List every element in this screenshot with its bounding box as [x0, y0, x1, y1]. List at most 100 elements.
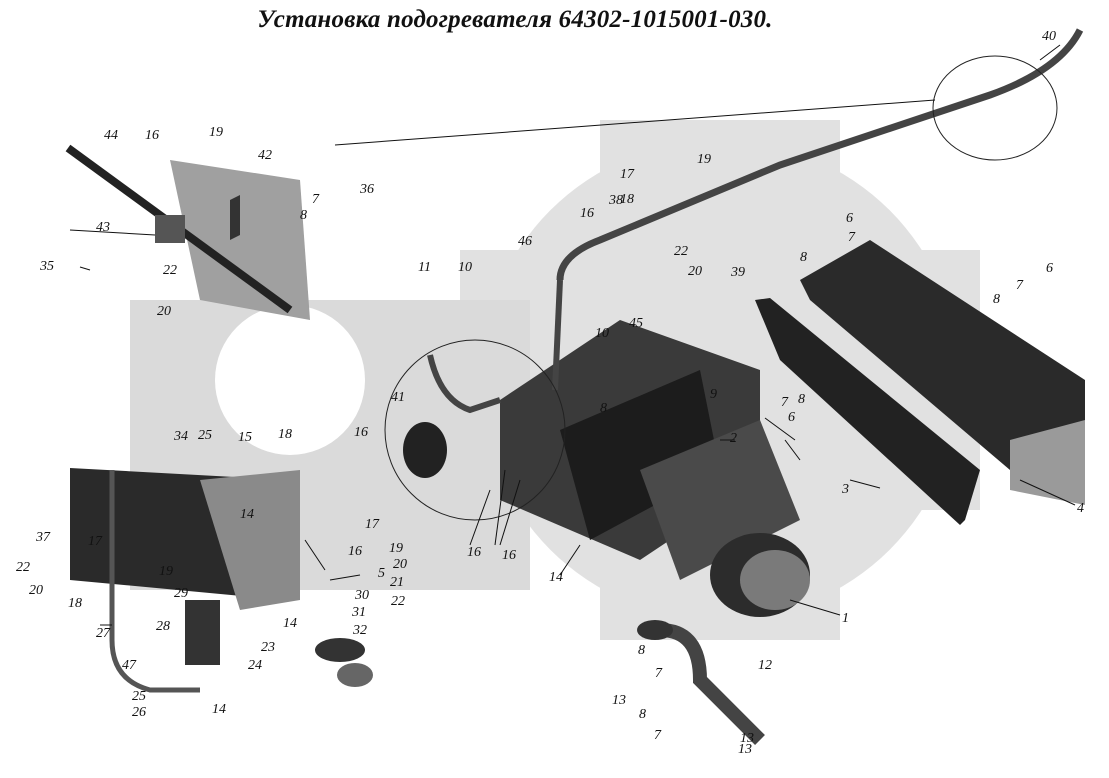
callout-16: 16 — [467, 545, 481, 560]
callout-44: 44 — [104, 128, 118, 143]
callout-32: 32 — [352, 623, 367, 638]
callout-14: 14 — [549, 570, 563, 585]
callout-8: 8 — [600, 401, 607, 416]
callout-41: 41 — [391, 390, 405, 405]
detail-circle-40 — [932, 55, 1058, 161]
callout-27: 27 — [96, 626, 111, 641]
callout-1: 1 — [842, 611, 849, 626]
bracket-3 — [755, 298, 980, 525]
callout-22: 22 — [391, 594, 405, 609]
callout-22: 22 — [163, 263, 177, 278]
callout-8: 8 — [639, 707, 646, 722]
callout-43: 43 — [96, 220, 110, 235]
exhaust-elbow-12 — [637, 620, 765, 745]
callout-12: 12 — [758, 658, 772, 673]
callout-22: 22 — [16, 560, 30, 575]
callout-14: 14 — [283, 616, 297, 631]
callout-29: 29 — [174, 586, 188, 601]
callout-18: 18 — [68, 596, 82, 611]
callout-10: 10 — [458, 260, 472, 275]
callout-31: 31 — [351, 605, 366, 620]
callout-9: 9 — [710, 387, 717, 402]
callout-7: 7 — [312, 192, 320, 207]
callout-13: 13 — [612, 693, 626, 708]
callout-23: 23 — [261, 640, 275, 655]
callout-16: 16 — [145, 128, 159, 143]
callout-22: 22 — [674, 244, 688, 259]
callout-7: 7 — [781, 395, 789, 410]
callout-40: 40 — [1042, 29, 1056, 44]
callout-8: 8 — [800, 250, 807, 265]
callout-5: 5 — [378, 566, 385, 581]
callout-36: 36 — [359, 182, 374, 197]
callout-3: 3 — [841, 482, 849, 497]
callout-17: 17 — [365, 517, 380, 532]
callout-34: 34 — [173, 429, 188, 444]
callout-6: 6 — [1046, 261, 1053, 276]
exhaust-pipe-40 — [552, 28, 1084, 391]
callout-8: 8 — [300, 208, 307, 223]
callout-30: 30 — [354, 588, 369, 603]
callout-37: 37 — [35, 530, 51, 545]
callout-15: 15 — [238, 430, 252, 445]
callout-16: 16 — [502, 548, 516, 563]
callout-16: 16 — [580, 206, 594, 221]
callout-20: 20 — [157, 304, 171, 319]
callout-19: 19 — [697, 152, 711, 167]
fuel-pump-detail — [403, 354, 501, 478]
heater-body — [500, 320, 810, 617]
callout-6: 6 — [846, 211, 853, 226]
callout-16: 16 — [348, 544, 362, 559]
callout-2: 2 — [730, 431, 737, 446]
callout-10: 10 — [595, 326, 609, 341]
callout-7: 7 — [1016, 278, 1024, 293]
callout-7: 7 — [655, 666, 663, 681]
callout-38: 38 — [608, 193, 623, 208]
callout-42: 42 — [258, 148, 272, 163]
callout-labels: 1234566677777788888889101011121313131414… — [16, 29, 1084, 757]
callout-47: 47 — [122, 658, 137, 673]
diagram-title: Установка подогревателя 64302-1015001-03… — [257, 6, 773, 33]
fuel-line-assembly — [65, 144, 310, 320]
callout-6: 6 — [788, 410, 795, 425]
callout-19: 19 — [389, 541, 403, 556]
callout-26: 26 — [132, 705, 146, 720]
detail-circle-41 — [384, 339, 566, 521]
callout-18: 18 — [278, 427, 292, 442]
callout-19: 19 — [159, 564, 173, 579]
callout-20: 20 — [688, 264, 702, 279]
callout-13: 13 — [738, 742, 752, 757]
callout-14: 14 — [240, 507, 254, 522]
watermark-ring — [215, 305, 365, 455]
callout-19: 19 — [209, 125, 223, 140]
callout-39: 39 — [730, 265, 745, 280]
callout-18: 18 — [620, 192, 634, 207]
callout-7: 7 — [848, 230, 856, 245]
callout-24: 24 — [248, 658, 262, 673]
callout-28: 28 — [156, 619, 170, 634]
leader-lines — [69, 44, 1076, 626]
detail-leader — [334, 99, 936, 146]
callout-45: 45 — [629, 316, 643, 331]
callout-8: 8 — [638, 643, 645, 658]
callout-35: 35 — [39, 259, 54, 274]
callout-17: 17 — [620, 167, 635, 182]
callout-17: 17 — [88, 534, 103, 549]
callout-25: 25 — [132, 689, 146, 704]
pump-assembly — [70, 468, 300, 693]
callout-46: 46 — [518, 234, 532, 249]
callout-20: 20 — [29, 583, 43, 598]
callout-14: 14 — [212, 702, 226, 717]
callout-8: 8 — [993, 292, 1000, 307]
callout-20: 20 — [393, 557, 407, 572]
callout-25: 25 — [198, 428, 212, 443]
callout-8: 8 — [798, 392, 805, 407]
callout-11: 11 — [418, 260, 431, 275]
callout-13: 13 — [740, 731, 754, 746]
callout-16: 16 — [354, 425, 368, 440]
callout-4: 4 — [1077, 501, 1084, 516]
callout-21: 21 — [390, 575, 404, 590]
intake-elbow — [315, 638, 373, 687]
